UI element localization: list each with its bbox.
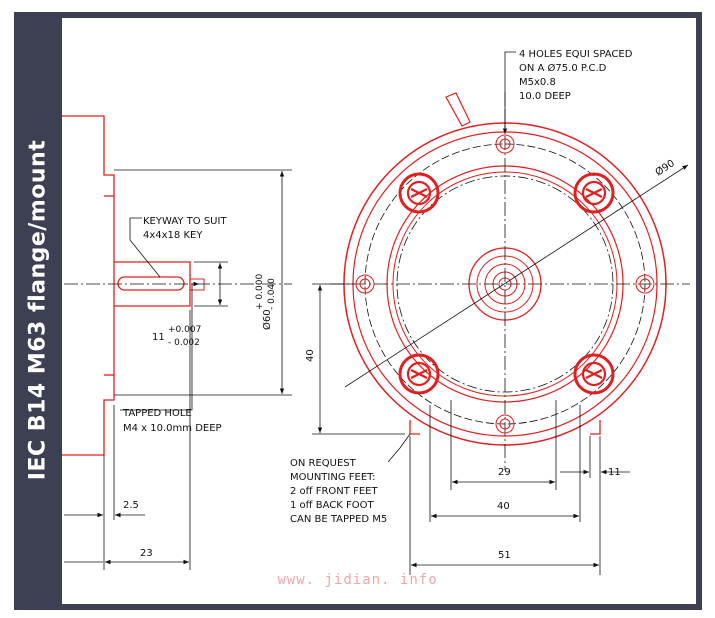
side-view-dimensions xyxy=(64,169,292,570)
tapped-hole-note-line-1: TAPPED HOLE xyxy=(122,408,192,419)
frame-top-border xyxy=(14,12,700,18)
dim-11-shaft: 11 xyxy=(152,332,165,343)
watermark: www. jidian. info xyxy=(277,572,438,588)
frame-bottom-border xyxy=(14,604,702,610)
annotations: 4 HOLES EQUI SPACED ON A Ø75.0 P.C.D M5x… xyxy=(122,49,677,561)
pcd-hole-bottom xyxy=(495,414,515,434)
feet-note-line-3: 2 off FRONT FEET xyxy=(290,486,378,497)
shaft xyxy=(114,261,191,307)
front-view-dimensions xyxy=(312,51,630,575)
title-band xyxy=(14,12,62,608)
tapped-hole xyxy=(190,278,205,291)
bolt-head-bottom-right xyxy=(573,353,615,395)
feet-note-line-2: MOUNTING FEET: xyxy=(290,472,376,483)
keyway-note-line-2: 4x4x18 KEY xyxy=(143,230,203,241)
bolt-head-top-right xyxy=(573,172,615,214)
bolt-head-bottom-left xyxy=(398,353,440,395)
tapped-hole-note-line-2: M4 x 10.0mm DEEP xyxy=(123,423,222,434)
pcd-hole-left xyxy=(355,274,375,294)
dim-40-horizontal: 40 xyxy=(497,501,510,512)
dim-23: 23 xyxy=(140,548,153,559)
keyway-slot xyxy=(117,276,185,291)
dim-11-tol-upper: +0.007 xyxy=(168,325,201,335)
dim-11-tol-lower: - 0.002 xyxy=(168,338,200,348)
holes-note-line-2: ON A Ø75.0 P.C.D xyxy=(519,62,607,74)
holes-note-line-1: 4 HOLES EQUI SPACED xyxy=(519,49,633,60)
feet-note-line-4: 1 off BACK FOOT xyxy=(290,500,374,511)
frame-right-border xyxy=(696,12,702,608)
holes-note-line-4: 10.0 DEEP xyxy=(519,91,571,102)
bolt-heads xyxy=(398,172,615,395)
feet-note-line-1: ON REQUEST xyxy=(290,458,357,469)
bolt-head-top-left xyxy=(398,172,440,214)
cable-gland xyxy=(445,92,471,127)
dim-dia-60: Ø60 xyxy=(261,309,273,330)
dim-40-vertical: 40 xyxy=(305,349,316,362)
keyway-note-line-1: KEYWAY TO SUIT xyxy=(143,216,227,227)
side-view xyxy=(62,115,205,456)
holes-note-line-3: M5x0.8 xyxy=(519,77,556,88)
dim-dia-60-tol-lower: - 0.040 xyxy=(267,278,277,310)
dim-dia-60-group: Ø60 + 0.000 - 0.040 xyxy=(255,274,277,330)
dim-29: 29 xyxy=(498,467,511,478)
dim-2-5: 2.5 xyxy=(123,500,139,511)
dim-11-right: 11 xyxy=(608,467,621,478)
side-view-body xyxy=(62,115,115,456)
pcd-holes xyxy=(355,134,655,434)
pcd-hole-right xyxy=(635,274,655,294)
dim-dia-90: Ø90 xyxy=(653,157,677,178)
dim-51: 51 xyxy=(498,550,511,561)
feet-note-line-5: CAN BE TAPPED M5 xyxy=(290,514,387,525)
pcd-hole-top xyxy=(495,134,515,154)
dim-dia-60-tol-upper: + 0.000 xyxy=(255,274,265,310)
